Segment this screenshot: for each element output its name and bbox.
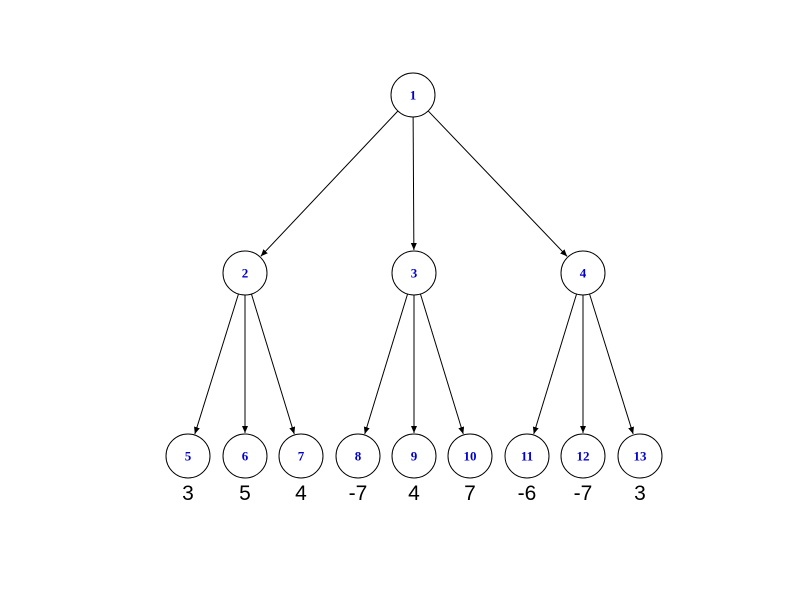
tree-node-8[interactable] (335, 433, 381, 479)
tree-node-label-4: 4 (580, 266, 587, 281)
tree-node-label-2: 2 (242, 266, 249, 281)
leaf-value-13: 3 (634, 482, 646, 505)
leaf-value-5: 3 (182, 482, 194, 505)
tree-edge-1-2 (260, 110, 399, 257)
tree-node-label-8: 8 (355, 449, 362, 464)
leaf-value-6: 5 (239, 482, 251, 505)
tree-node-label-1: 1 (410, 88, 417, 103)
leaf-value-10: 7 (464, 482, 476, 505)
tree-node-11[interactable] (504, 433, 550, 479)
edges-layer (194, 110, 634, 435)
tree-node-label-12: 12 (577, 449, 590, 464)
tree-node-2[interactable] (222, 250, 268, 296)
tree-edge-4-13 (589, 293, 634, 435)
tree-node-label-10: 10 (464, 449, 477, 464)
leaf-value-12: -7 (574, 482, 593, 505)
tree-edge-2-7 (250, 293, 296, 435)
tree-edge-4-11 (532, 293, 578, 435)
tree-node-label-7: 7 (298, 449, 305, 464)
leaf-value-8: -7 (349, 482, 368, 505)
tree-node-label-3: 3 (411, 266, 418, 281)
leaf-values-layer: 3 5 4 -7 4 7 -6 -7 3 (182, 482, 646, 505)
tree-edge-1-4 (427, 110, 568, 257)
tree-node-6[interactable] (222, 433, 268, 479)
tree-node-label-9: 9 (411, 449, 418, 464)
tree-node-13[interactable] (617, 433, 663, 479)
leaf-value-9: 4 (408, 482, 420, 505)
tree-node-3[interactable] (391, 250, 437, 296)
tree-node-label-5: 5 (185, 449, 192, 464)
tree-node-label-13: 13 (634, 449, 648, 464)
tree-node-9[interactable] (391, 433, 437, 479)
tree-node-1[interactable] (390, 72, 436, 118)
tree-node-7[interactable] (278, 433, 324, 479)
leaf-value-7: 4 (295, 482, 307, 505)
tree-edge-3-8 (363, 293, 409, 435)
tree-node-4[interactable] (560, 250, 606, 296)
tree-edge-3-10 (419, 293, 465, 435)
tree-edge-2-5 (194, 293, 239, 435)
tree-node-label-11: 11 (521, 449, 533, 464)
tree-edge-1-3 (410, 116, 417, 251)
tree-node-10[interactable] (447, 433, 493, 479)
tree-node-label-6: 6 (242, 449, 249, 464)
tree-node-12[interactable] (560, 433, 606, 479)
leaf-value-11: -6 (518, 482, 537, 505)
tree-node-5[interactable] (165, 433, 211, 479)
